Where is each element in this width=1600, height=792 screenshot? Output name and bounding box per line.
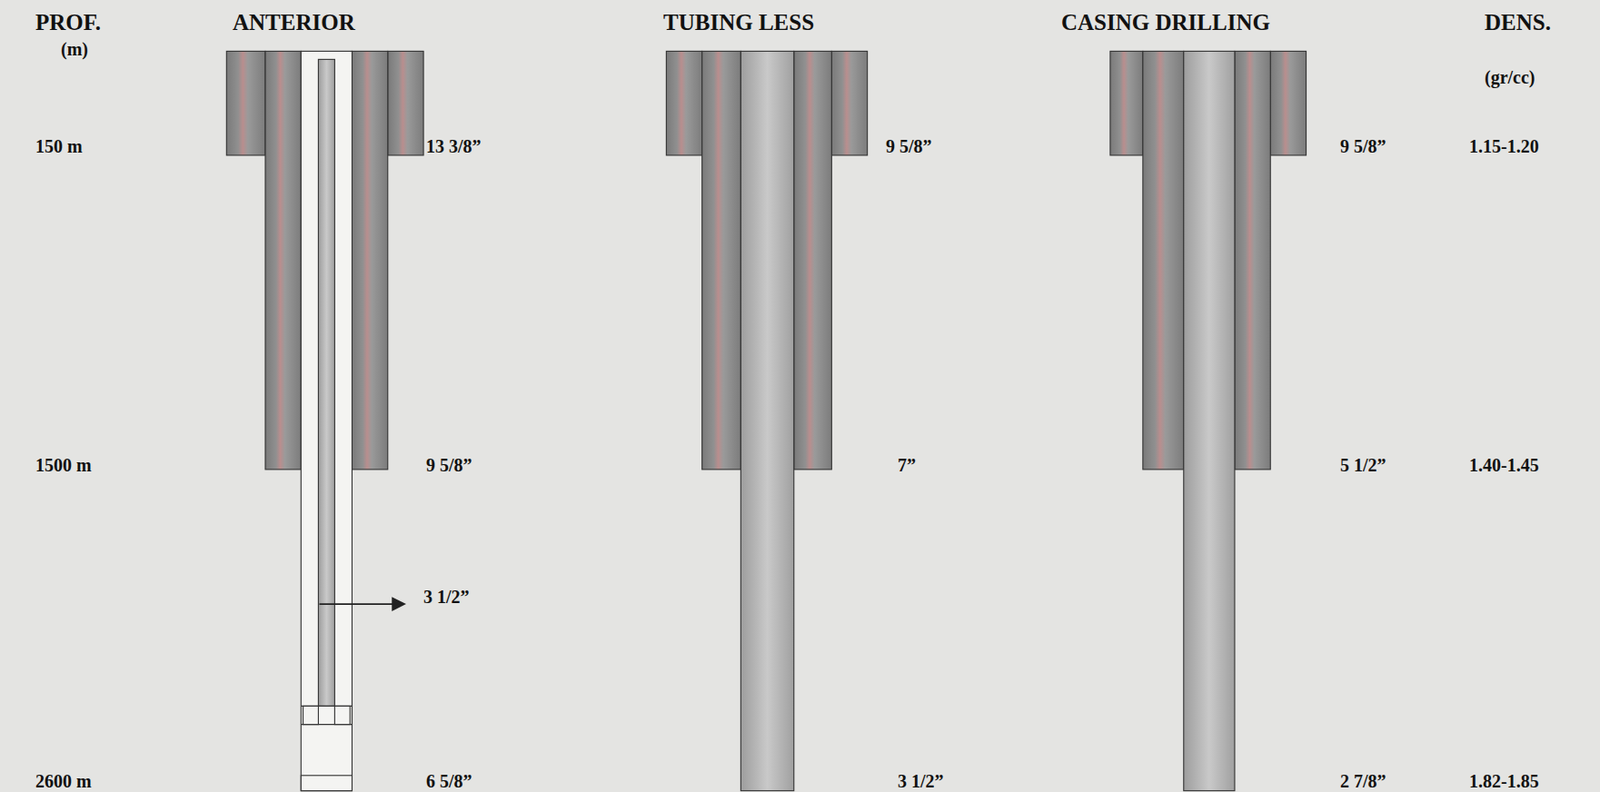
casing-size: 13 3/8” (426, 136, 482, 157)
density-value: 1.40-1.45 (1469, 455, 1540, 476)
unit-label: (gr/cc) (1484, 67, 1536, 88)
casing-size: 3 1/2” (897, 771, 945, 792)
density-value: 1.82-1.85 (1469, 771, 1540, 792)
casing-size: 2 7/8” (1340, 771, 1387, 792)
casing-size: 9 5/8” (885, 136, 933, 157)
casing-size: 7” (897, 455, 916, 476)
casing-size: 5 1/2” (1340, 455, 1387, 476)
column-heading: PROF. (35, 9, 101, 36)
casing-size: 9 5/8” (426, 455, 473, 476)
casing-size: 6 5/8” (426, 771, 473, 792)
unit-label: (m) (60, 39, 89, 60)
column-heading: ANTERIOR (232, 9, 356, 36)
depth-label: 150 m (35, 136, 83, 157)
column-heading: TUBING LESS (663, 9, 815, 36)
tubing-size: 3 1/2” (423, 586, 470, 607)
casing-size: 9 5/8” (1340, 136, 1387, 157)
column-heading: CASING DRILLING (1061, 9, 1271, 36)
depth-label: 1500 m (35, 455, 92, 476)
depth-label: 2600 m (35, 771, 92, 792)
density-value: 1.15-1.20 (1469, 136, 1540, 157)
column-heading: DENS. (1484, 9, 1551, 36)
